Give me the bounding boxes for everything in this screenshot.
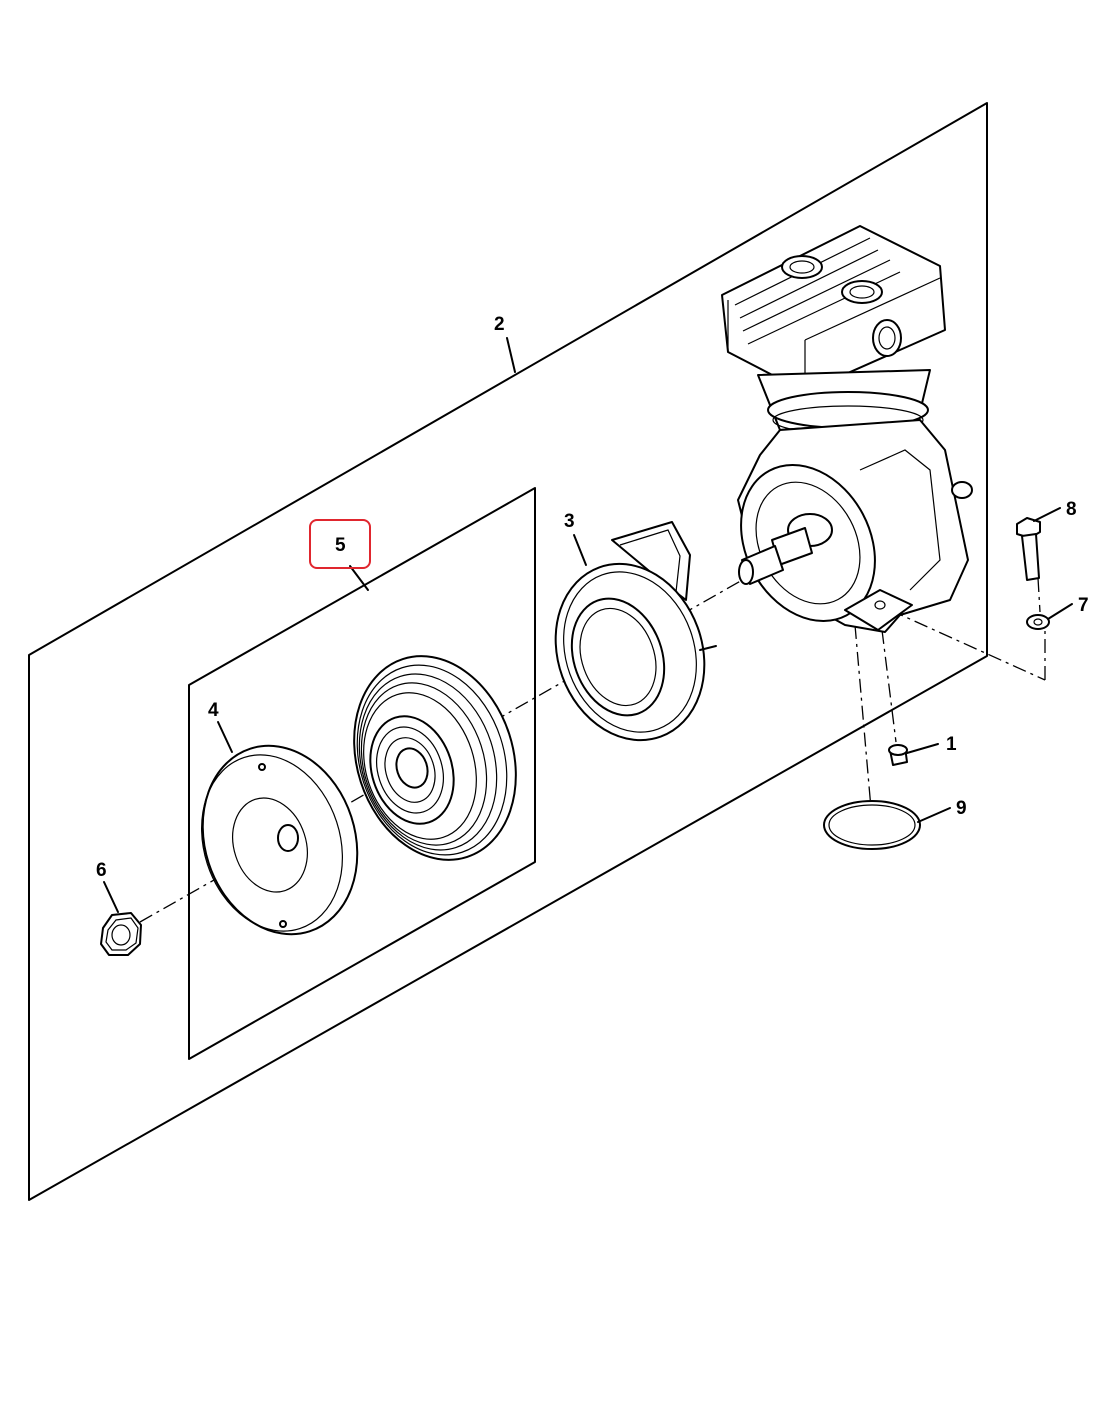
armature-plate[interactable] [179, 726, 381, 955]
washer[interactable] [1026, 614, 1050, 630]
o-ring[interactable] [823, 800, 921, 850]
callout-3[interactable]: 3 [564, 511, 575, 532]
callout-1[interactable]: 1 [946, 734, 957, 755]
callout-6[interactable]: 6 [96, 860, 107, 881]
callout-9[interactable]: 9 [956, 798, 967, 819]
air-compressor-body[interactable] [715, 225, 973, 645]
clutch-subassembly-panel-outline [188, 487, 536, 1060]
bolt[interactable] [1016, 517, 1041, 581]
callout-2[interactable]: 2 [494, 314, 505, 335]
callout-4[interactable]: 4 [208, 700, 219, 721]
callout-5[interactable]: 5 [335, 535, 346, 556]
hex-nut[interactable] [100, 912, 142, 956]
clutch-pulley[interactable] [329, 635, 542, 881]
plug[interactable] [888, 744, 908, 766]
selected-callout-highlight [309, 519, 371, 569]
callout-7[interactable]: 7 [1078, 595, 1089, 616]
callout-8[interactable]: 8 [1066, 499, 1077, 520]
assembly-panel-outline [28, 102, 988, 1201]
callout-leader-lines [103, 337, 1073, 913]
clutch-coil[interactable] [532, 521, 729, 761]
